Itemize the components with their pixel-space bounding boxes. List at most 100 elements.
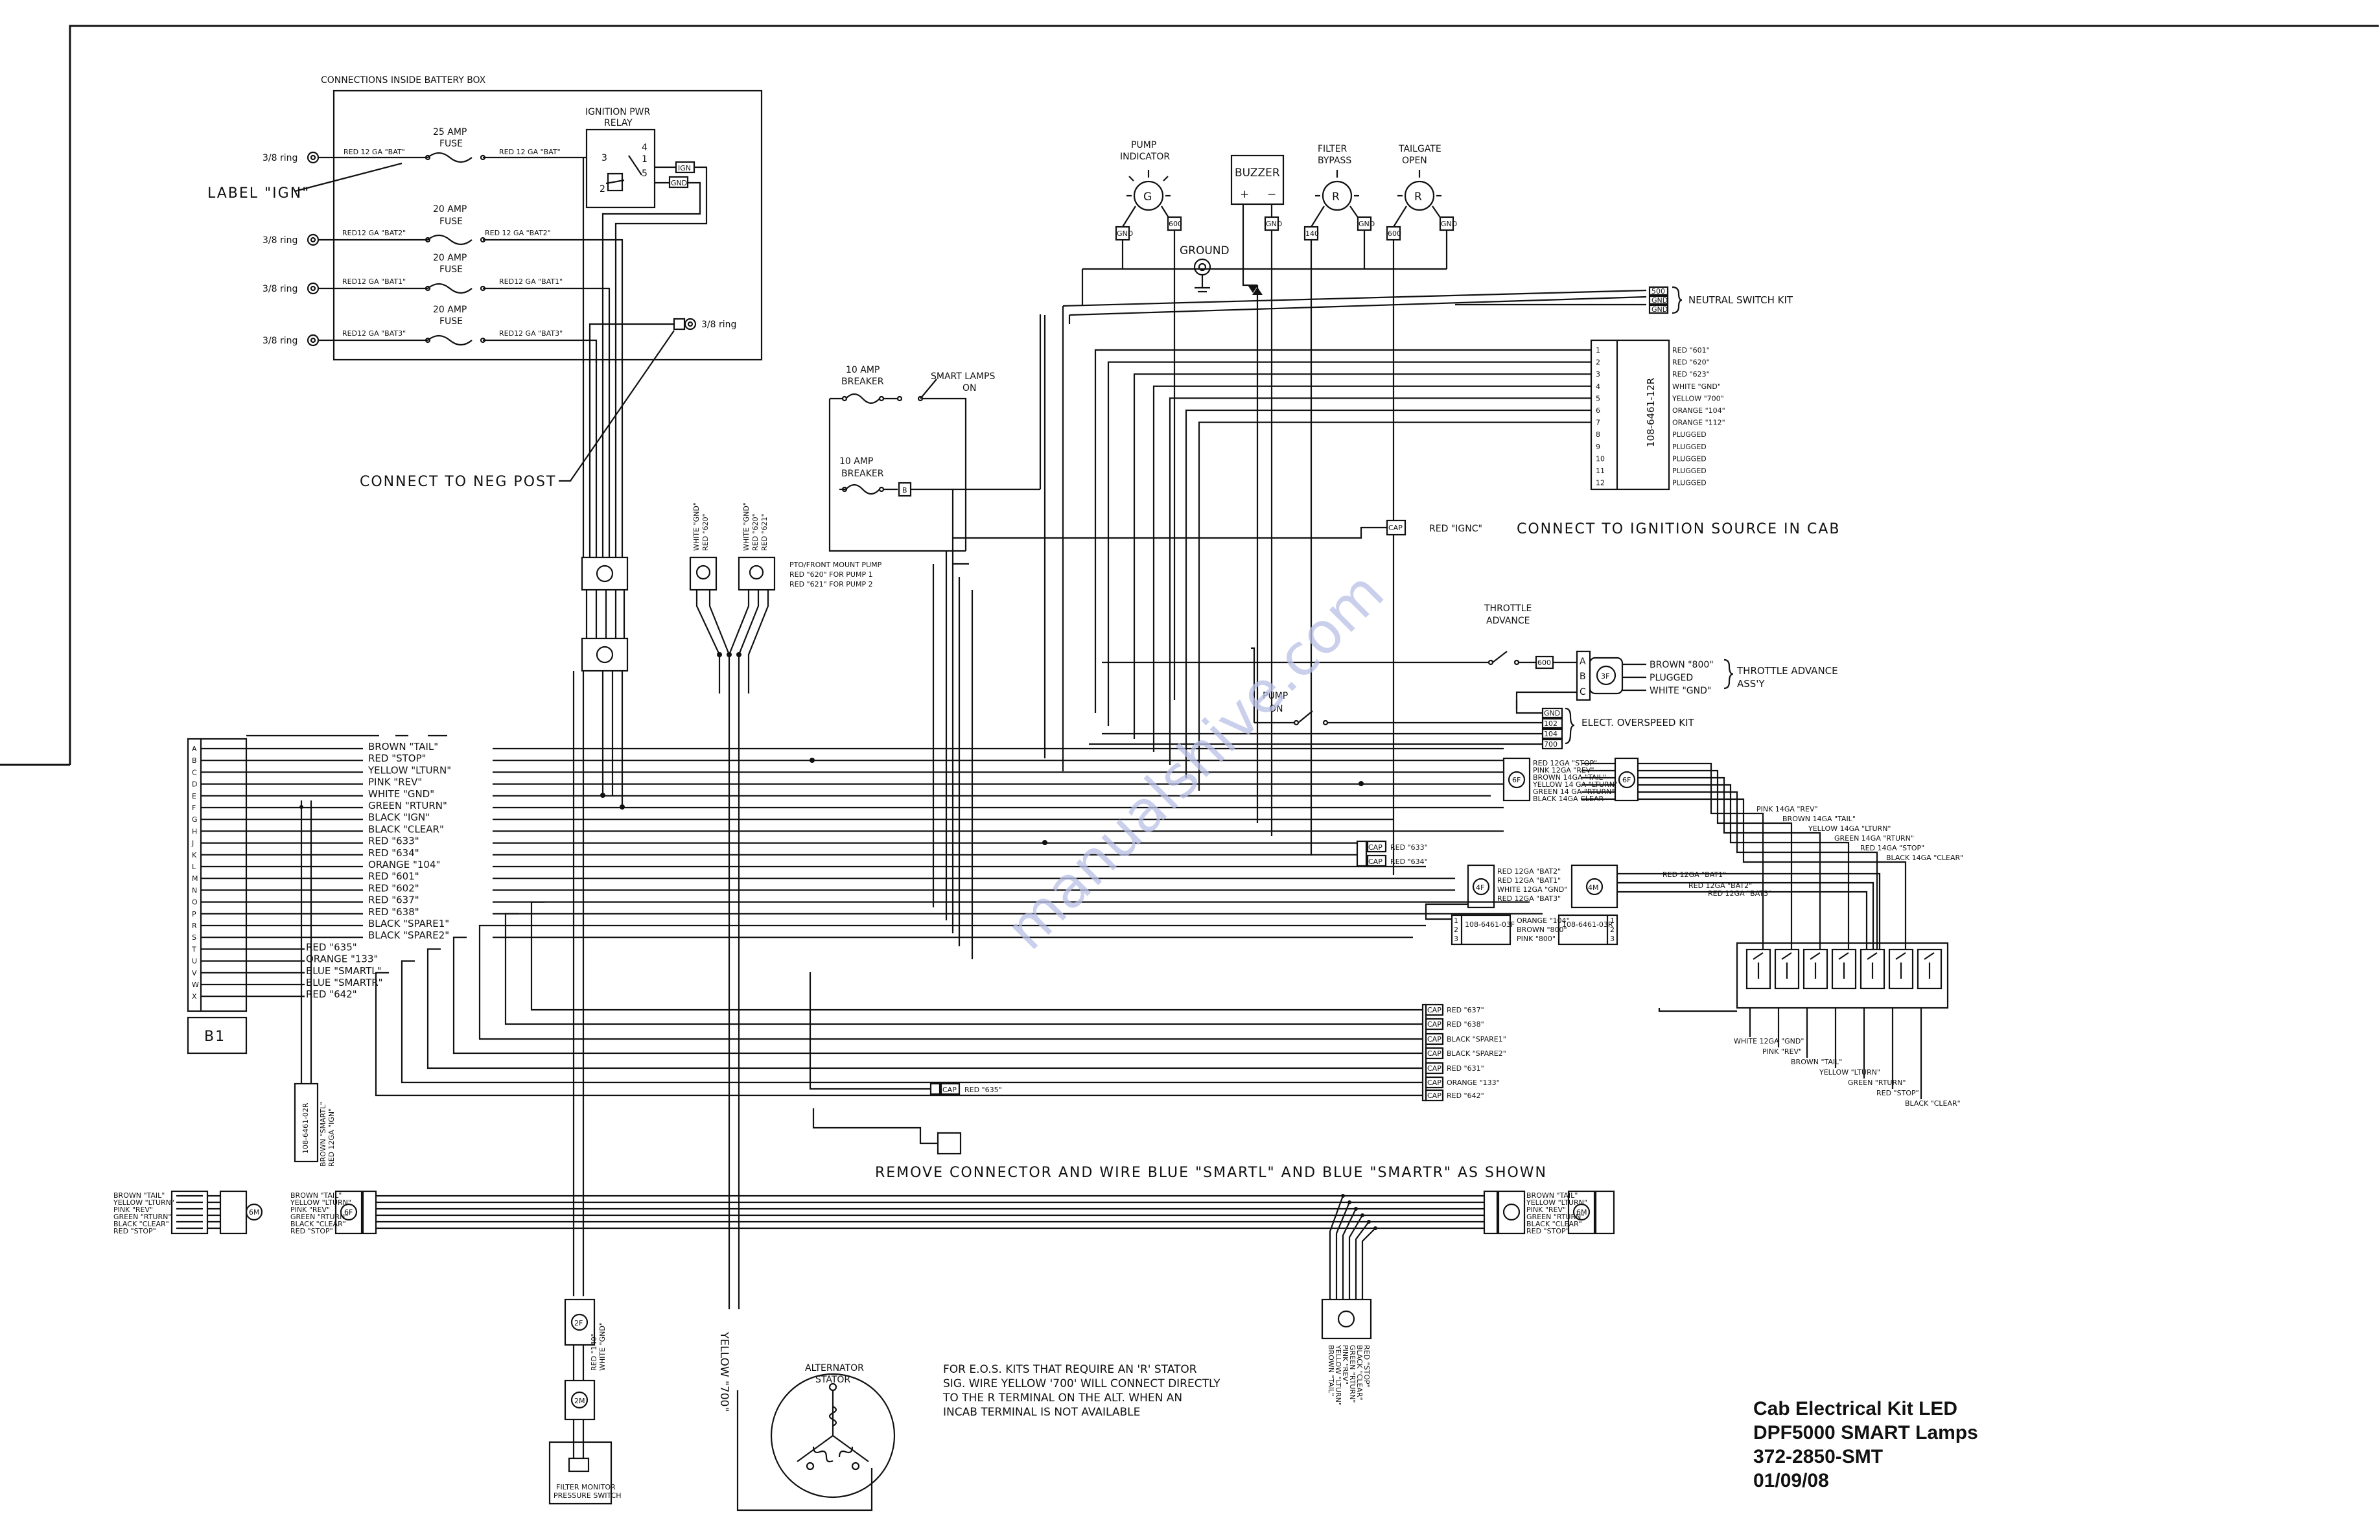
connector-12-wire: PLUGGED xyxy=(1672,479,1707,487)
switch-top-wire: BROWN 14GA "TAIL" xyxy=(1782,815,1856,823)
lamp-bottom-wire-label: GREEN "RTURN" xyxy=(1348,1345,1357,1403)
svg-text:BUZZER: BUZZER xyxy=(1235,167,1280,180)
svg-text:6F: 6F xyxy=(1512,776,1521,784)
b1-pin-letter: H xyxy=(192,827,197,835)
tailgate-open-lamp: TAILGATE OPEN R 600 GND xyxy=(1386,144,1457,262)
b1-wire-label: YELLOW "LTURN" xyxy=(368,764,451,776)
b1-wire-label: BROWN "TAIL" xyxy=(368,741,438,752)
svg-text:−: − xyxy=(1267,188,1276,201)
svg-text:RED12 GA "BAT2": RED12 GA "BAT2" xyxy=(342,229,406,237)
harness-connector-bottom xyxy=(581,637,629,672)
svg-text:RED 12GA "BAT1": RED 12GA "BAT1" xyxy=(1662,870,1726,879)
b1-pin-letter: J xyxy=(191,839,194,848)
svg-text:20 AMP: 20 AMP xyxy=(433,305,467,315)
relay-pin: 4 xyxy=(642,143,648,153)
svg-text:3/8 ring: 3/8 ring xyxy=(262,153,298,163)
switch-top-wire: GREEN 14GA "RTURN" xyxy=(1834,834,1914,843)
connector-6f-wire: GREEN 14 GA "RTURN" xyxy=(1533,788,1615,796)
lamp-wire-label: PINK "REV" xyxy=(1526,1206,1566,1214)
relay-tag-gnd: GND xyxy=(671,179,687,187)
fuse-row-2: 3/8 ring RED12 GA "BAT2" 20 AMP FUSE RED… xyxy=(262,204,624,363)
b1-pin-letter: C xyxy=(192,768,197,776)
fuse-row-3: 3/8 ring RED12 GA "BAT1" 20 AMP FUSE RED… xyxy=(262,253,611,363)
b1-wire-label: BLACK "SPARE1" xyxy=(368,918,449,929)
svg-text:WHITE "GND": WHITE "GND" xyxy=(598,1322,607,1371)
svg-text:140: 140 xyxy=(1305,229,1319,238)
svg-text:GND: GND xyxy=(1651,305,1668,314)
lamp-wire-label: BROWN "TAIL" xyxy=(290,1191,342,1200)
svg-text:FILTER MONITOR: FILTER MONITOR xyxy=(556,1483,616,1491)
connector-6f-wire: BROWN 14GA "TAIL" xyxy=(1533,773,1606,782)
connector-6f-wire: YELLOW 14 GA "LTURN" xyxy=(1532,780,1618,789)
svg-text:1: 1 xyxy=(1610,916,1615,925)
svg-text:CAP: CAP xyxy=(1368,858,1382,866)
switch-top-wire: YELLOW 14GA "LTURN" xyxy=(1808,824,1891,833)
switch-top-wire: RED 14GA "STOP" xyxy=(1860,844,1924,852)
relay-label-2: RELAY xyxy=(604,118,633,128)
connector-12-wire: ORANGE "112" xyxy=(1672,419,1725,427)
svg-text:CAP: CAP xyxy=(1388,524,1403,532)
connect-neg-post: CONNECT TO NEG POST xyxy=(360,474,556,490)
svg-text:600: 600 xyxy=(1537,659,1551,667)
cap-label: CAP xyxy=(1427,1006,1441,1014)
switch-bottom-wire: RED "STOP" xyxy=(1876,1089,1919,1097)
filter-monitor: 2F 2M RED "140" WHITE "GND" FILTER MONIT… xyxy=(548,671,621,1505)
svg-text:108-6461-03F: 108-6461-03F xyxy=(1465,920,1515,929)
b1-pin-letter: D xyxy=(192,780,197,789)
neg-ring-label: 3/8 ring xyxy=(701,320,736,330)
lamp-wire-label: RED "STOP" xyxy=(113,1227,156,1235)
svg-text:4F: 4F xyxy=(1476,883,1484,892)
b1-pin-letter: P xyxy=(192,910,196,918)
svg-text:RED "IGNC": RED "IGNC" xyxy=(1429,524,1482,534)
svg-text:BYPASS: BYPASS xyxy=(1318,156,1351,166)
svg-text:RED "621": RED "621" xyxy=(760,513,769,551)
svg-text:ON: ON xyxy=(962,383,977,393)
connector-12-pin-number: 2 xyxy=(1596,358,1600,367)
svg-text:20 AMP: 20 AMP xyxy=(433,253,467,263)
title-line-4: 01/09/08 xyxy=(1753,1470,1829,1491)
lamp-wire-label: GREEN "RTURN" xyxy=(290,1213,348,1221)
main-bus-wires xyxy=(375,551,1543,1097)
cap-wire-label: ORANGE "133" xyxy=(1447,1079,1500,1087)
b1-wire-label: RED "STOP" xyxy=(368,752,426,764)
cap-label: CAP xyxy=(1427,1020,1441,1029)
svg-text:PINK "800": PINK "800" xyxy=(1517,935,1556,943)
svg-text:GND: GND xyxy=(1544,709,1560,718)
svg-text:3F: 3F xyxy=(1601,672,1609,681)
connector-12-pin-number: 10 xyxy=(1596,454,1605,463)
svg-text:INDICATOR: INDICATOR xyxy=(1120,152,1170,162)
b1-pin-letter: X xyxy=(192,992,197,1001)
b1-pin-letter: M xyxy=(192,874,198,883)
lamp-bottom-wire-label: YELLOW "LTURN" xyxy=(1334,1344,1342,1406)
svg-text:2M: 2M xyxy=(574,1397,585,1405)
svg-text:500: 500 xyxy=(1651,287,1665,296)
svg-text:ORANGE "104": ORANGE "104" xyxy=(1517,916,1570,925)
lamp-wire-label: BLACK "CLEAR" xyxy=(290,1220,346,1228)
svg-text:BROWN "SMARTL": BROWN "SMARTL" xyxy=(319,1102,327,1167)
svg-text:108-6461-12R: 108-6461-12R xyxy=(1645,378,1657,447)
ignition-source: CAP RED "IGNC" CONNECT TO IGNITION SOURC… xyxy=(953,519,1839,539)
relay-pin: 1 xyxy=(642,154,648,165)
svg-text:FUSE: FUSE xyxy=(439,316,463,327)
connector-6f-wire: PINK 12GA "REV" xyxy=(1533,766,1594,775)
b1-pin-letter: A xyxy=(192,745,197,753)
title-block: Cab Electrical Kit LED DPF5000 SMART Lam… xyxy=(1753,1397,1978,1493)
switch-bottom-wire: GREEN "RTURN" xyxy=(1848,1079,1906,1087)
lamp-wire-label: YELLOW "LTURN" xyxy=(1526,1198,1587,1207)
cap-wire-label: RED "637" xyxy=(1447,1006,1484,1014)
svg-text:6F: 6F xyxy=(1622,776,1631,784)
lamp-wire-label: YELLOW "LTURN" xyxy=(113,1198,174,1207)
svg-text:C: C xyxy=(1580,687,1586,697)
cap-label: CAP xyxy=(1427,1079,1441,1087)
svg-text:600: 600 xyxy=(1169,220,1182,228)
svg-text:R: R xyxy=(1332,191,1340,204)
b1-lower-wire-label: RED "642" xyxy=(306,988,357,1000)
b1-lower-wire-label: BLUE "SMARTL" xyxy=(306,965,382,977)
connector-12-pin-number: 3 xyxy=(1596,370,1600,379)
b1-wire-label: RED "637" xyxy=(368,894,419,906)
lamp-wire-label: PINK "REV" xyxy=(113,1206,153,1214)
connector-6f: 6F RED 12GA "STOP"PINK 12GA "REV"BROWN 1… xyxy=(1502,757,1672,803)
connector-4f-4m: 4F RED 12GA "BAT2" RED 12GA "BAT1" WHITE… xyxy=(1467,864,1771,909)
svg-text:SMART LAMPS: SMART LAMPS xyxy=(931,371,995,382)
eos-note: FOR E.O.S. KITS THAT REQUIRE AN 'R' STAT… xyxy=(942,1363,1220,1419)
